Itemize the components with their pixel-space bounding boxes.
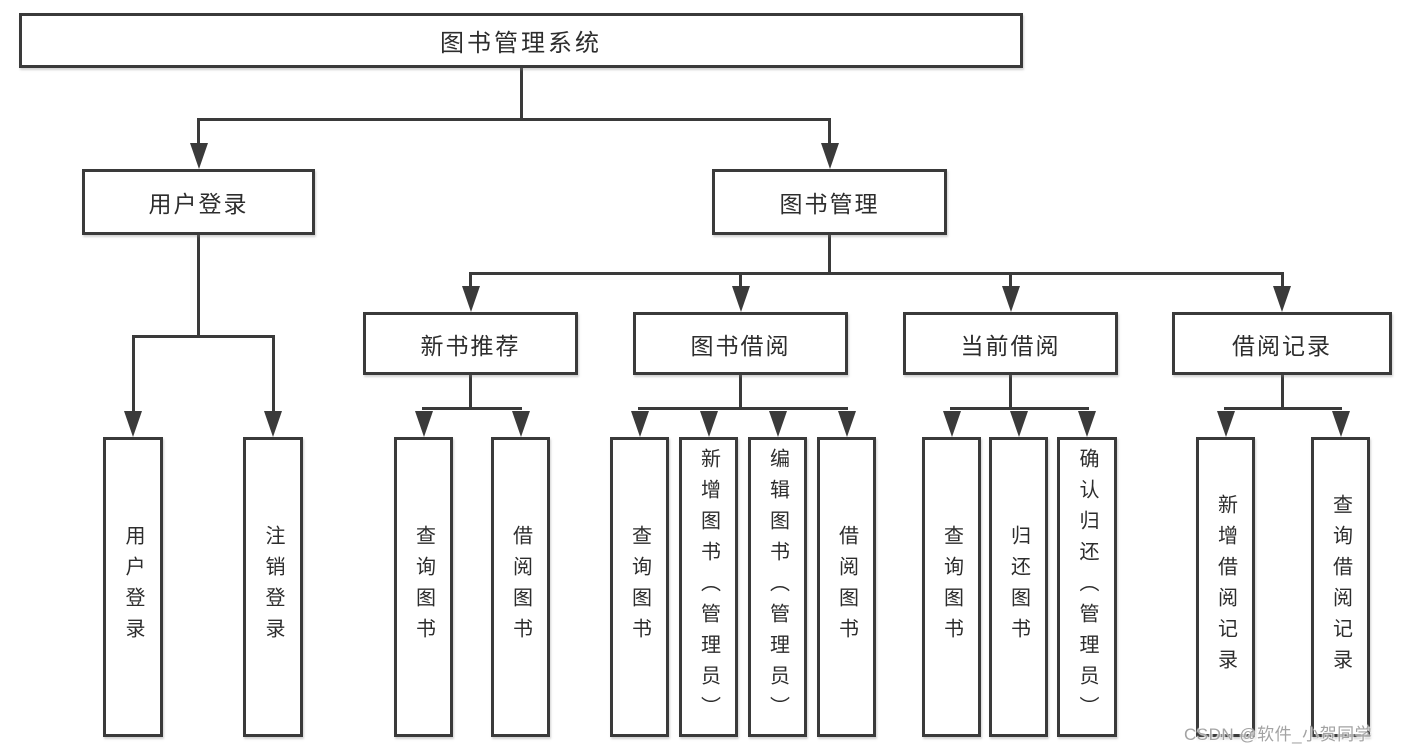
arrow-down-icon (1273, 286, 1291, 312)
node-book-management-module: 图书管理 (712, 169, 947, 235)
arrow-down-icon (731, 286, 750, 312)
csdn-watermark: CSDN @软件_小贺同学 (1184, 725, 1373, 744)
arrow-down-icon (511, 411, 530, 437)
arrow-down-icon (1009, 411, 1028, 437)
connector-line (739, 374, 742, 410)
leaf-bb-borrow-books: 借阅图书 (817, 437, 876, 737)
arrow-down-icon (1001, 286, 1020, 312)
connector-line (950, 406, 1089, 410)
connector-line (271, 336, 275, 413)
node-current-borrowing: 当前借阅 (903, 312, 1118, 375)
leaf-br-add-record: 新增借阅记录 (1196, 437, 1255, 737)
connector-line (197, 119, 200, 148)
leaf-bb-edit-books-admin: 编辑图书（管理员） (748, 437, 807, 737)
leaf-br-query-record: 查询借阅记录 (1311, 437, 1370, 737)
leaf-nbr-borrow-books: 借阅图书 (491, 437, 550, 737)
connector-line (739, 273, 742, 289)
connector-line (638, 406, 848, 410)
connector-line (197, 234, 200, 338)
leaf-bb-add-books-admin: 新增图书（管理员） (679, 437, 738, 737)
connector-line (828, 234, 831, 275)
leaf-logout: 注销登录 (243, 437, 303, 737)
connector-line (1009, 273, 1012, 289)
node-new-book-recommendation: 新书推荐 (363, 312, 578, 375)
arrow-down-icon (1078, 411, 1096, 437)
arrow-down-icon (124, 411, 142, 437)
connector-line (1224, 406, 1342, 410)
connector-line (469, 273, 472, 289)
leaf-cb-return-books: 归还图书 (989, 437, 1048, 737)
arrow-down-icon (837, 411, 856, 437)
connector-line (131, 334, 275, 338)
node-book-borrowing: 图书借阅 (633, 312, 848, 375)
node-root-system: 图书管理系统 (19, 13, 1023, 68)
arrow-down-icon (189, 143, 208, 169)
connector-line (828, 119, 831, 148)
connector-line (1009, 374, 1012, 410)
arrow-down-icon (461, 286, 480, 312)
connector-line (469, 374, 472, 410)
connector-line (1280, 374, 1284, 410)
arrow-down-icon (264, 411, 282, 437)
connector-line (197, 117, 831, 121)
connector-line (519, 68, 523, 120)
node-borrowing-records: 借阅记录 (1172, 312, 1392, 375)
arrow-down-icon (699, 411, 718, 437)
connector-line (469, 271, 1284, 275)
leaf-cb-confirm-return-admin: 确认归还（管理员） (1057, 437, 1117, 737)
arrow-down-icon (942, 411, 961, 437)
arrow-down-icon (820, 143, 839, 169)
connector-line (422, 406, 522, 410)
arrow-down-icon (630, 411, 649, 437)
arrow-down-icon (768, 411, 787, 437)
arrow-down-icon (1216, 411, 1235, 437)
connector-line (131, 336, 135, 413)
leaf-bb-query-books: 查询图书 (610, 437, 669, 737)
connector-line (1280, 273, 1284, 289)
leaf-user-login: 用户登录 (103, 437, 163, 737)
arrow-down-icon (414, 411, 433, 437)
arrow-down-icon (1331, 411, 1350, 437)
node-user-login-module: 用户登录 (82, 169, 315, 235)
leaf-nbr-query-books: 查询图书 (394, 437, 453, 737)
leaf-cb-query-books: 查询图书 (922, 437, 981, 737)
